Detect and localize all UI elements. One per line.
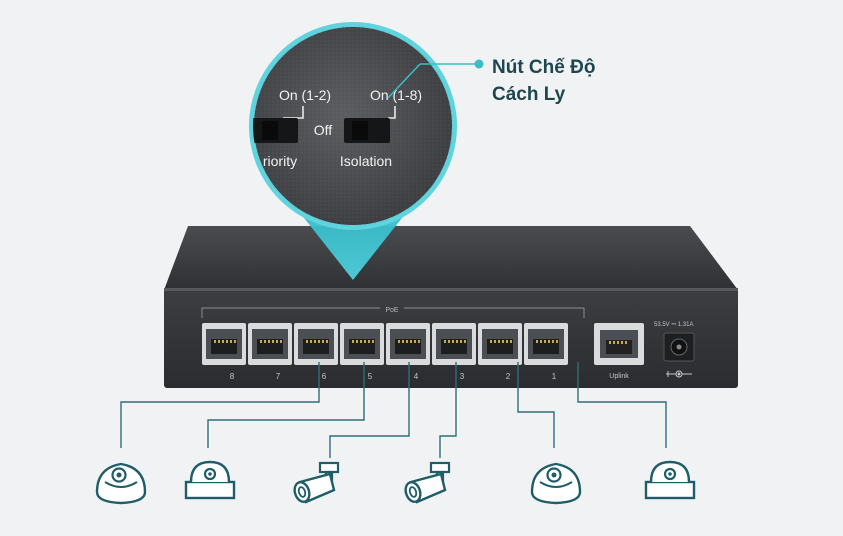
callout-line-1: Nút Chế Độ (492, 57, 596, 78)
port-number-2: 2 (506, 372, 511, 381)
poe-port-8[interactable] (202, 323, 246, 365)
bullet-camera-icon (404, 461, 451, 504)
poe-port-4[interactable] (386, 323, 430, 365)
poe-port-5[interactable] (340, 323, 384, 365)
callout-connector (387, 59, 484, 99)
port-number-4: 4 (414, 372, 419, 381)
power-jack[interactable] (663, 332, 695, 362)
port-number-1: 1 (552, 372, 557, 381)
poe-port-6[interactable] (294, 323, 338, 365)
uplink-label: Uplink (609, 373, 629, 380)
ceiling-dome-camera-icon (644, 460, 696, 500)
port-number-7: 7 (276, 372, 281, 381)
port-number-8: 8 (230, 372, 235, 381)
power-rating-label: 53.5V ⎓ 1.31A (654, 322, 693, 328)
polarity-icon (666, 370, 692, 378)
port-number-5: 5 (368, 372, 373, 381)
port-row: 8 7 6 5 4 3 2 1 (202, 323, 568, 381)
callout-line-2: Cách Ly (492, 84, 566, 105)
dome-camera-icon (530, 462, 582, 505)
poe-bracket (201, 307, 585, 318)
poe-port-7[interactable] (248, 323, 292, 365)
poe-label: PoE (385, 307, 399, 314)
port-number-6: 6 (322, 372, 327, 381)
isolation-switch-zoom: On (1-2) On (1-8) Off riority Isolation (249, 22, 457, 230)
camera-row (95, 460, 696, 505)
poe-port-3[interactable] (432, 323, 476, 365)
dome-camera-icon (95, 462, 147, 505)
bullet-camera-icon (293, 461, 340, 504)
priority-label: riority (263, 153, 297, 169)
switch-top-panel (164, 226, 738, 290)
uplink-port[interactable] (594, 323, 644, 365)
poe-port-2[interactable] (478, 323, 522, 365)
poe-port-1[interactable] (524, 323, 568, 365)
ceiling-dome-camera-icon (184, 460, 236, 500)
isolation-on-label: On (1-8) (370, 87, 422, 103)
port-number-3: 3 (460, 372, 465, 381)
isolation-mode-callout: Nút Chế Độ Cách Ly (492, 54, 595, 108)
cable-lines (120, 362, 667, 458)
network-switch: PoE 8 7 6 5 4 3 2 1 Uplink 53.5V ⎓ 1.31A (164, 226, 738, 388)
isolation-label: Isolation (340, 153, 392, 169)
off-label: Off (314, 122, 333, 138)
priority-on-label: On (1-2) (279, 87, 331, 103)
